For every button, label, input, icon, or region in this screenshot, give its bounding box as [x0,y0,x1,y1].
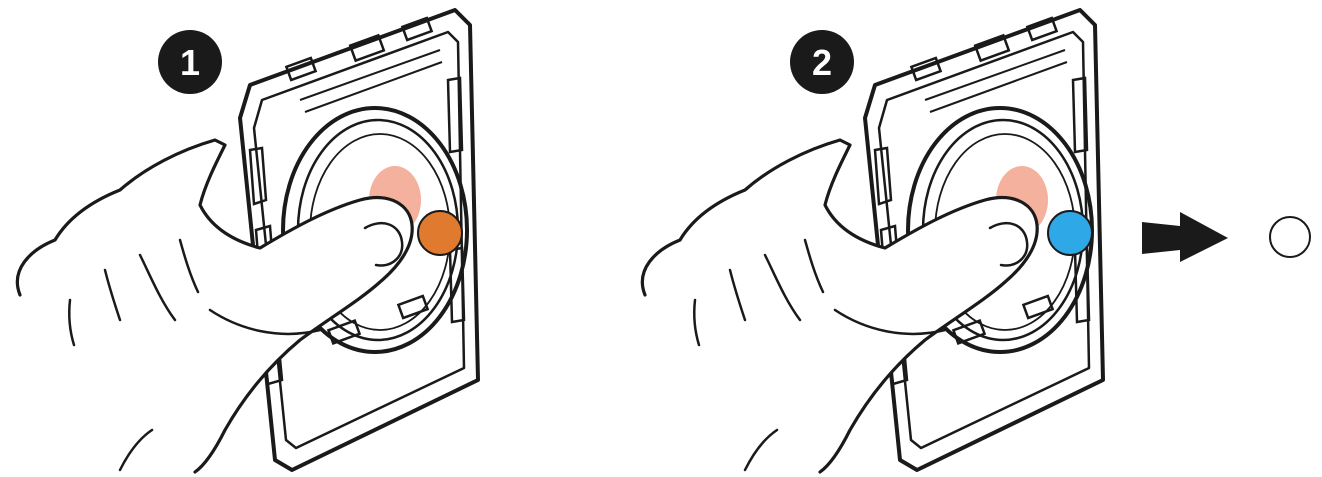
step-2-hand-on-mechanism [642,10,1103,472]
step-2-led-off [1270,217,1310,257]
step-1-panel: 1 [17,10,478,472]
step-1-number: 1 [180,42,200,83]
arrow-right-icon [1142,212,1228,262]
step-1-hand-on-mechanism [17,10,478,472]
step-2-panel: 2 [642,10,1310,472]
step-1-badge: 1 [158,30,222,94]
step-1-led-orange [418,211,462,255]
step-2-led-blue [1048,211,1092,255]
step-2-badge: 2 [790,30,854,94]
step-2-number: 2 [812,42,832,83]
